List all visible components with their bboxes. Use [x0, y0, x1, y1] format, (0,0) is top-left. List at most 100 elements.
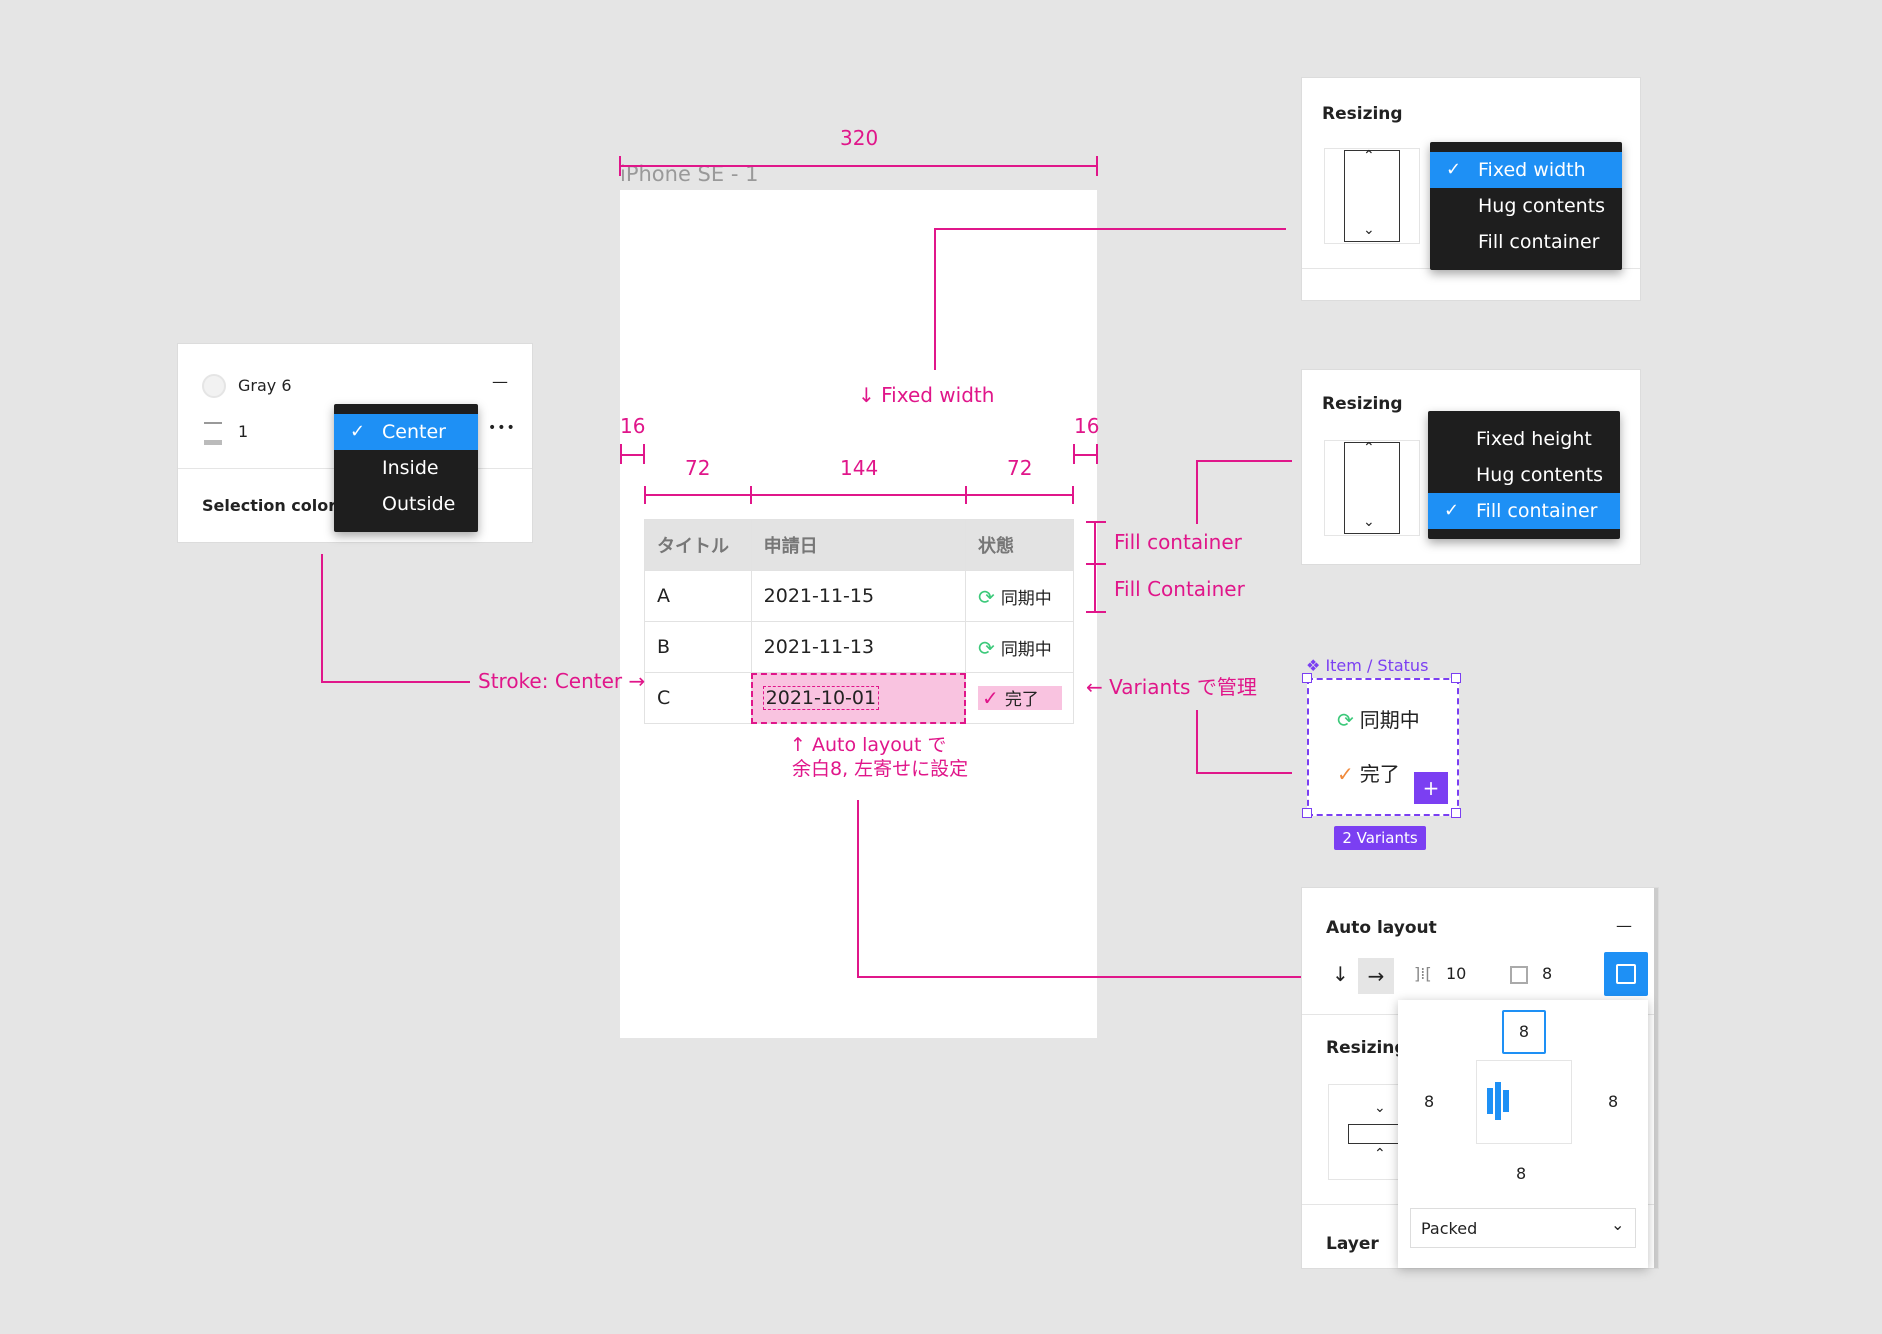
autolayout-annotation-line2: 余白8, 左寄せに設定 — [792, 758, 969, 780]
option-label: Inside — [382, 457, 439, 479]
sync-icon: ⟳ — [978, 584, 995, 609]
table-row[interactable]: B 2021-11-13 ⟳同期中 — [644, 621, 1074, 673]
distribution-select[interactable]: Packed ⌄ — [1410, 1208, 1636, 1248]
fixed-width-hline — [934, 228, 1286, 230]
fill-connector-v — [1196, 460, 1198, 524]
direction-vertical-icon[interactable]: ↓ — [1332, 962, 1349, 986]
cell-date: 2021-11-15 — [750, 570, 967, 622]
option-center[interactable]: ✓Center — [334, 414, 478, 450]
padding-value[interactable]: 8 — [1542, 964, 1553, 983]
option-fill-container[interactable]: ✓ Fill container — [1428, 493, 1620, 529]
option-hug-contents[interactable]: Hug contents — [1428, 457, 1620, 493]
col3-width-label: 72 — [1007, 456, 1033, 480]
done-chip: ✓完了 — [978, 686, 1063, 710]
variant-label: 完了 — [1359, 762, 1400, 786]
sync-icon: ⟳ — [978, 635, 995, 660]
handle-tr[interactable] — [1451, 673, 1461, 683]
remove-autolayout-icon[interactable]: — — [1616, 916, 1632, 935]
variant-label: 同期中 — [1359, 708, 1420, 732]
option-outside[interactable]: Outside — [334, 486, 478, 522]
padding-top-input[interactable]: 8 — [1502, 1010, 1546, 1054]
col-tick-0 — [644, 486, 646, 504]
margin-right-tick-b — [1096, 444, 1098, 464]
color-swatch[interactable] — [202, 374, 226, 398]
handle-br[interactable] — [1451, 808, 1461, 818]
table-row[interactable]: A 2021-11-15 ⟳同期中 — [644, 570, 1074, 622]
height-resizing-dropdown[interactable]: Fixed height Hug contents ✓ Fill containe… — [1428, 411, 1620, 539]
fill-container-annotation: Fill container — [1114, 530, 1242, 554]
alignment-button[interactable] — [1604, 952, 1648, 996]
option-label: Fill container — [1476, 500, 1598, 522]
resizing-preview-box — [1344, 442, 1400, 534]
status-text: 同期中 — [1000, 639, 1052, 660]
component-set[interactable]: ⟳同期中 ✓完了 + — [1307, 678, 1459, 816]
margin-left-line — [620, 454, 644, 456]
padding-left-input[interactable]: 8 — [1424, 1092, 1435, 1111]
width-tick-right — [1096, 156, 1098, 176]
spacing-value[interactable]: 10 — [1446, 964, 1467, 983]
component-name[interactable]: ❖ Item / Status — [1306, 656, 1428, 675]
padding-bottom-input[interactable]: 8 — [1516, 1164, 1527, 1183]
option-inside[interactable]: Inside — [334, 450, 478, 486]
handle-bl[interactable] — [1302, 808, 1312, 818]
width-dimension-line — [620, 165, 1097, 167]
autolayout-title: Auto layout — [1326, 918, 1437, 938]
width-resizing-dropdown[interactable]: ✓Fixed width Hug contents Fill container — [1430, 142, 1622, 270]
padding-popover: 8 8 8 8 Packed ⌄ — [1398, 1000, 1648, 1268]
cell-date-highlighted[interactable]: 2021-10-01 — [750, 672, 967, 724]
padding-icon — [1510, 966, 1528, 984]
cell-date-text: 2021-10-01 — [762, 686, 880, 710]
stroke-connector-v — [321, 554, 323, 683]
autolayout-connector-v — [857, 800, 859, 978]
variant-syncing[interactable]: ⟳同期中 — [1337, 704, 1420, 733]
stroke-align-dropdown[interactable]: ✓Center Inside Outside — [334, 404, 478, 532]
col-tick-1 — [750, 486, 752, 504]
option-label: Center — [382, 421, 446, 443]
resizing-preview-box — [1344, 150, 1400, 242]
remove-stroke-icon[interactable]: — — [492, 372, 508, 391]
margin-left-tick-a — [620, 444, 622, 464]
status-text: 同期中 — [1000, 588, 1052, 609]
variant-done[interactable]: ✓完了 — [1337, 758, 1400, 787]
check-icon: ✓ — [1337, 762, 1354, 786]
cell-date: 2021-11-13 — [750, 621, 967, 673]
spacing-icon: ]⁞[ — [1414, 964, 1432, 983]
check-icon: ✓ — [1444, 500, 1460, 521]
add-variant-button[interactable]: + — [1414, 772, 1448, 804]
fill-bracket-tick2 — [1086, 563, 1106, 565]
stroke-weight-value[interactable]: 1 — [238, 422, 249, 441]
option-label: Fixed height — [1476, 428, 1592, 450]
fill-bracket-line — [1094, 521, 1096, 613]
margin-right-label: 16 — [1074, 414, 1100, 438]
option-label: Fixed width — [1478, 159, 1586, 181]
padding-right-input[interactable]: 8 — [1608, 1092, 1619, 1111]
option-fill-container[interactable]: Fill container — [1430, 224, 1622, 260]
resizing-preview — [1324, 148, 1420, 244]
resizing-preview — [1324, 440, 1420, 536]
table-header-row: タイトル 申請日 状態 — [644, 519, 1074, 571]
chevron-up-icon: ⌃ — [1363, 440, 1375, 456]
align-bar-2 — [1495, 1082, 1501, 1120]
resizing-label: Resizing — [1326, 1038, 1407, 1058]
option-fixed-height[interactable]: Fixed height — [1428, 421, 1620, 457]
handle-tl[interactable] — [1302, 673, 1312, 683]
table-row[interactable]: C 2021-10-01 ✓完了 — [644, 672, 1074, 724]
option-label: Hug contents — [1476, 464, 1604, 486]
variants-annotation: ← Variants で管理 — [1086, 675, 1257, 699]
option-label: Outside — [382, 493, 456, 515]
direction-horizontal-icon[interactable]: → — [1358, 958, 1394, 994]
check-icon: ✓ — [982, 686, 999, 710]
option-hug-contents[interactable]: Hug contents — [1430, 188, 1622, 224]
cell-title: C — [644, 672, 752, 724]
more-options-icon[interactable]: ••• — [488, 420, 516, 436]
cell-status: ⟳同期中 — [965, 570, 1074, 622]
margin-right-line — [1073, 454, 1097, 456]
variants-count-badge: 2 Variants — [1334, 826, 1426, 850]
alignment-preview[interactable] — [1476, 1060, 1572, 1144]
fill-container-annotation-2: Fill Container — [1114, 577, 1245, 601]
option-fixed-width[interactable]: ✓Fixed width — [1430, 152, 1622, 188]
chevron-down-icon: ⌄ — [1611, 1215, 1625, 1234]
color-name[interactable]: Gray 6 — [238, 376, 292, 395]
status-text: 完了 — [1004, 690, 1039, 710]
col-tick-3 — [1072, 486, 1074, 504]
